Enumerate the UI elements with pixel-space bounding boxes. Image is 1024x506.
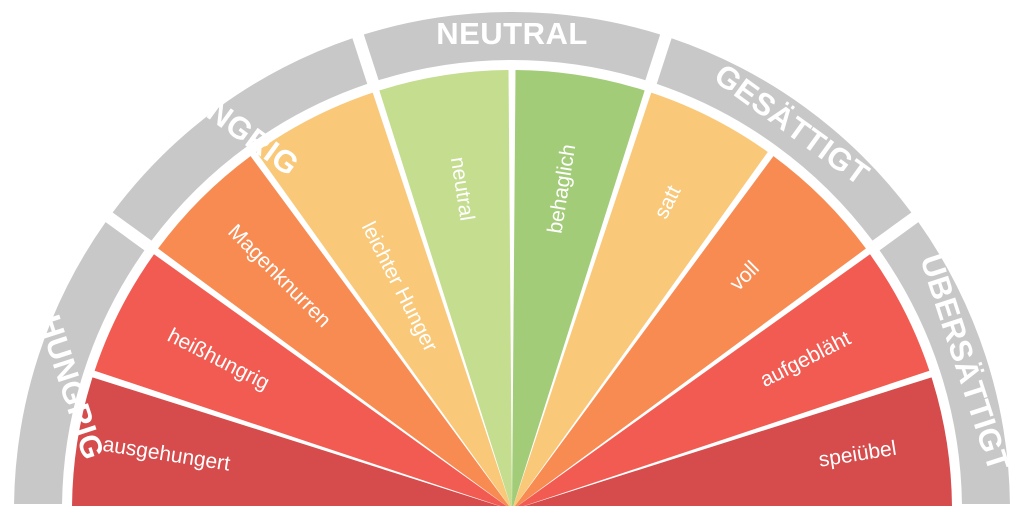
- segment-leichter-hunger: [256, 92, 511, 506]
- segment-aufgeblaeht: [517, 254, 930, 506]
- category-band-uebersaettigt: [879, 222, 1010, 505]
- category-band-gesaettigt: [656, 38, 912, 241]
- segment-ausgehungert: [72, 377, 500, 506]
- segment-speiuebel: [524, 377, 952, 506]
- segment-neutral: [379, 70, 512, 506]
- segment-satt: [513, 92, 768, 506]
- category-label-neutral: NEUTRAL: [436, 16, 588, 51]
- segments-layer: [72, 70, 952, 506]
- segment-heisshungrig: [94, 254, 507, 506]
- segment-voll: [514, 156, 866, 506]
- segment-behaglich: [512, 70, 645, 506]
- category-band-hungrig: [112, 38, 368, 241]
- category-band-zu-hungrig: [14, 222, 145, 505]
- segment-magenknurren: [158, 156, 510, 506]
- category-ring-layer: [14, 12, 1010, 505]
- category-band-neutral: [363, 12, 661, 81]
